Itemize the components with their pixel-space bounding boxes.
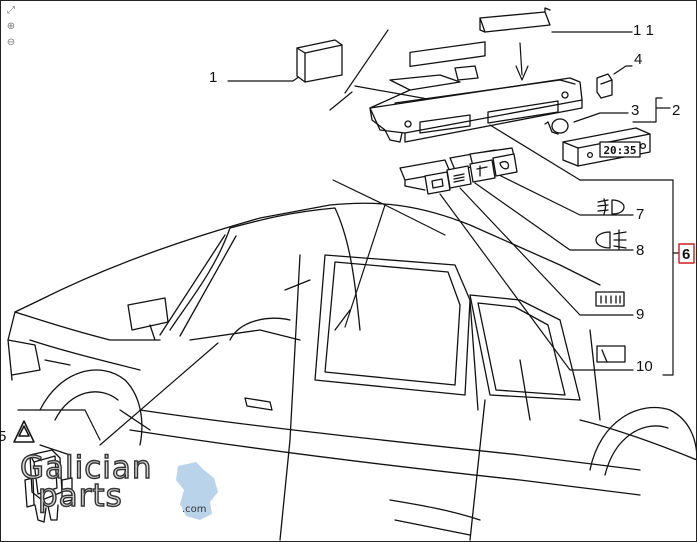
zoom-out-icon[interactable]: ⊖ [6,37,16,48]
callout-9[interactable]: 9 [636,306,644,323]
watermark-logo: Galician parts .com [12,448,227,520]
watermark-domain: .com [182,504,207,515]
callout-4[interactable]: 4 [634,51,642,68]
clock-display: 20:35 [603,144,636,157]
callout-5[interactable]: 5 [0,428,6,445]
watermark-line1: Galician [19,449,153,486]
front-fog-lamp-icon [597,198,625,215]
leader-lines [17,29,680,456]
watermark-line2: parts [37,477,123,514]
callout-6-highlight [678,243,695,264]
part-11-cover-strip [479,7,551,33]
callout-6[interactable]: 6 [682,246,690,263]
switch-cluster [399,147,518,195]
part-2-clock-module [562,127,651,167]
part-3-bulb [544,118,569,135]
fit-icon[interactable]: ⤢ [7,5,15,16]
car-body-drawing [7,202,697,541]
part-1-cap [296,39,343,83]
region-map-logo-icon [176,462,218,520]
callout-11[interactable]: 1 1 [633,22,654,39]
callout-7[interactable]: 7 [636,206,644,223]
callout-3[interactable]: 3 [631,102,639,119]
rear-wiper-icon [596,345,626,363]
rear-fog-lamp-icon [595,229,627,251]
console-housing [369,41,583,143]
part-4-clip [596,73,613,99]
callout-2[interactable]: 2 [672,102,680,119]
callout-8[interactable]: 8 [636,242,644,259]
zoom-in-icon[interactable]: ⊕ [6,21,16,32]
part-5-hazard-switch [24,449,73,523]
callout-1[interactable]: 1 [209,69,217,86]
hazard-triangle-icon [13,420,35,443]
rear-defrost-icon [595,291,625,307]
callout-10[interactable]: 10 [636,358,653,375]
